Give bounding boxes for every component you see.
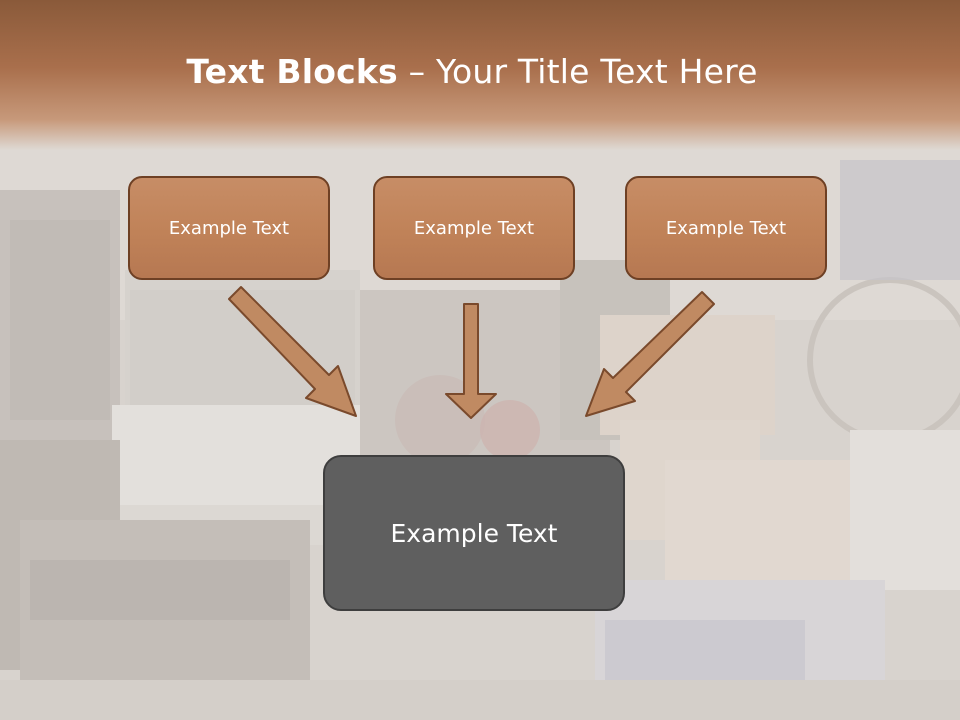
text-block-bottom-label: Example Text [390, 518, 558, 548]
title-band [0, 0, 960, 150]
arrow-down-icon [445, 303, 497, 419]
text-block-right[interactable]: Example Text [625, 176, 827, 280]
text-block-bottom[interactable]: Example Text [323, 455, 625, 611]
arrow-down-right-icon [228, 286, 357, 417]
text-block-middle-label: Example Text [413, 217, 535, 239]
text-block-left-label: Example Text [168, 217, 290, 239]
title-rest: Your Title Text Here [435, 52, 758, 91]
title-bold: Text Blocks [186, 52, 398, 91]
text-block-right-label: Example Text [665, 217, 787, 239]
title-dash: – [397, 52, 436, 91]
arrow-down-left-icon [585, 291, 715, 417]
text-block-middle[interactable]: Example Text [373, 176, 575, 280]
slide-title: Text Blocks – Your Title Text Here [0, 52, 944, 91]
text-block-left[interactable]: Example Text [128, 176, 330, 280]
